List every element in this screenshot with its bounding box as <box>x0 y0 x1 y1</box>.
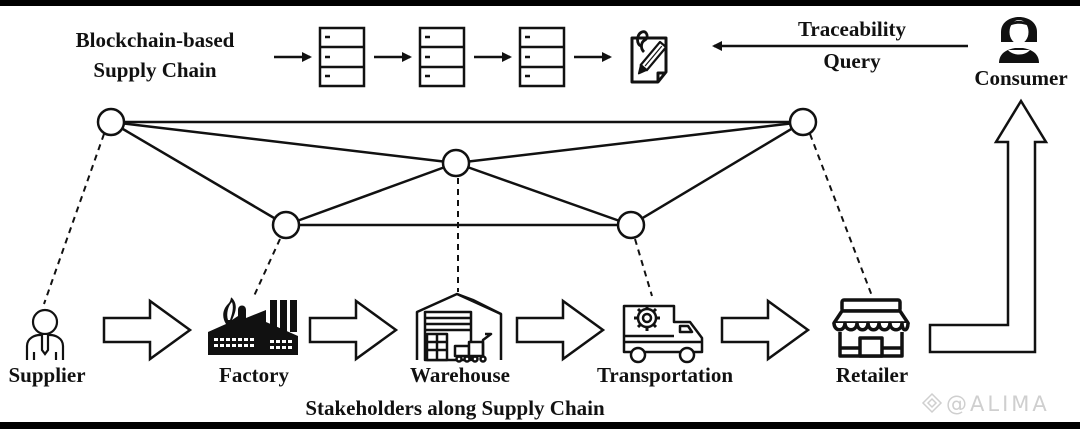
block-3 <box>518 26 566 88</box>
flow-arrow-1 <box>102 298 193 362</box>
query-label-line-2: Query <box>823 49 881 73</box>
flow-arrow-2 <box>308 298 399 362</box>
edge-node-top-right-node-center <box>455 120 804 165</box>
node-top-left <box>96 107 126 137</box>
watermark-text: @ALIMA <box>946 392 1050 416</box>
edge-node-top-left-node-center <box>110 120 457 165</box>
woman-user-icon <box>999 17 1039 63</box>
edge-node-top-left-node-lower-left <box>110 120 287 227</box>
block-2 <box>418 26 466 88</box>
edge-node-center-node-lower-right <box>455 161 632 227</box>
link-retailer <box>809 133 873 297</box>
truck-gear-icon <box>622 304 704 364</box>
flow-arrow-3 <box>515 298 606 362</box>
delivery-to-consumer-arrow <box>928 98 1049 354</box>
title-line-2: Supply Chain <box>93 58 216 82</box>
consumer-label: Consumer <box>974 66 1067 90</box>
factory-icon <box>208 297 298 355</box>
link-supplier <box>43 133 105 305</box>
blockchain-network <box>96 107 818 240</box>
title-line-1: Blockchain-based <box>76 28 235 52</box>
businessman-icon <box>25 308 65 360</box>
warehouse-icon <box>415 292 503 363</box>
edge-node-center-node-lower-left <box>285 161 457 227</box>
stakeholder-label-factory: Factory <box>219 363 289 387</box>
node-stakeholder-links <box>43 133 873 305</box>
stakeholder-label-retailer: Retailer <box>836 363 908 387</box>
ledger-blocks <box>318 26 566 88</box>
node-lower-left <box>271 210 301 240</box>
flow-arrow-4 <box>720 298 811 362</box>
query-label-line-1: Traceability <box>798 17 907 41</box>
block-1 <box>318 26 366 88</box>
stakeholder-label-transportation: Transportation <box>597 363 733 387</box>
node-center <box>441 148 471 178</box>
node-top-right <box>788 107 818 137</box>
node-lower-right <box>616 210 646 240</box>
clipboard-pencil-icon <box>630 30 668 84</box>
watermark: @ALIMA <box>921 392 1050 416</box>
link-transportation <box>634 238 653 297</box>
edge-node-top-right-node-lower-right <box>630 120 804 227</box>
footer-caption: Stakeholders along Supply Chain <box>305 396 605 420</box>
stakeholder-flow-arrows <box>102 298 811 362</box>
stakeholder-labels: Supplier Factory Warehouse Transportatio… <box>8 363 908 387</box>
storefront-icon <box>832 298 910 358</box>
stakeholder-label-supplier: Supplier <box>8 363 85 387</box>
watermark-logo-icon <box>921 392 943 414</box>
stakeholder-label-warehouse: Warehouse <box>410 363 510 387</box>
